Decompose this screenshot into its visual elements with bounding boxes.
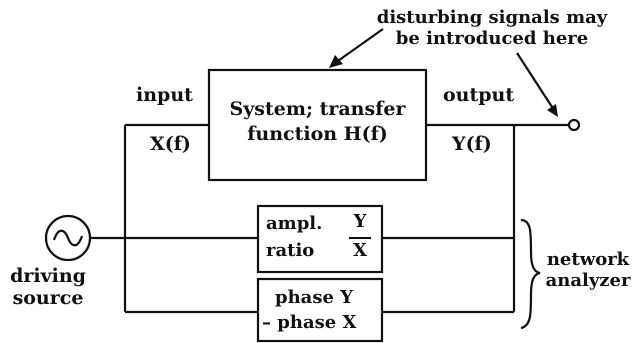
- arrow-output-shaft: [516, 52, 555, 111]
- network-analyzer-brace: [520, 218, 541, 330]
- driving-label-line-2: source: [12, 286, 84, 309]
- driving-source-icon: [44, 214, 92, 262]
- phase-box-line-2: – phase X: [262, 312, 357, 334]
- ratio-box-label: ampl. ratio: [266, 210, 322, 264]
- phase-box: phase Y – phase X: [262, 285, 356, 335]
- x-of-f-label: X(f): [150, 133, 191, 155]
- phase-box-border: [256, 277, 384, 343]
- y-of-f-label: Y(f): [452, 133, 492, 155]
- ratio-box-line-1: ampl.: [266, 213, 323, 234]
- input-label: input: [136, 84, 193, 106]
- annotation-text: disturbing signals may be introduced her…: [352, 7, 632, 49]
- driving-label-line-1: driving: [10, 265, 86, 287]
- network-label-line-2: analyzer: [545, 269, 631, 291]
- system-box: System; transfer function H(f): [209, 97, 426, 146]
- phase-box-line-1: phase Y: [275, 287, 354, 308]
- output-terminal-icon: [567, 118, 581, 132]
- sine-wave-icon: [52, 229, 84, 247]
- network-label-line-1: network: [546, 249, 630, 270]
- arrow-output-head: [547, 104, 558, 117]
- output-label: output: [443, 84, 515, 106]
- arrow-system-shaft: [334, 28, 384, 64]
- ratio-box-line-2: ratio: [266, 240, 315, 261]
- annotation-line-1: disturbing signals may: [376, 7, 608, 28]
- arrow-system-head: [329, 55, 343, 68]
- ratio-numerator: Y: [353, 211, 367, 232]
- driving-source-label: driving source: [4, 265, 92, 310]
- ratio-denominator: X: [353, 240, 367, 261]
- annotation-line-2: be introduced here: [395, 27, 589, 49]
- network-analyzer-label: network analyzer: [540, 249, 636, 291]
- system-box-line-2: function H(f): [247, 122, 388, 145]
- system-box-line-1: System; transfer: [229, 98, 406, 120]
